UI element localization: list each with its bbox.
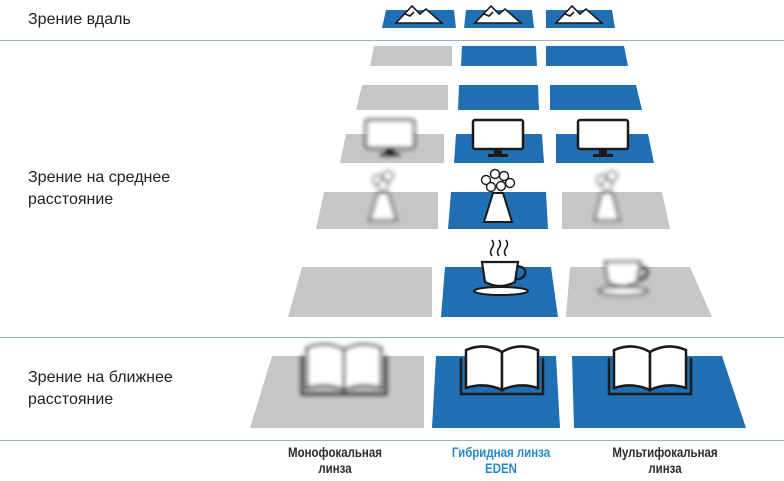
divider-middle (0, 337, 784, 338)
monitor-icon (364, 118, 416, 156)
coffee-cup-icon (473, 239, 529, 296)
divider-top (0, 40, 784, 41)
open-book-icon (459, 345, 545, 396)
tile-far-3-multi (550, 85, 642, 110)
mountains-icon (394, 4, 445, 24)
mountains-icon (473, 4, 524, 24)
tile-monitor-eden (454, 118, 544, 163)
tile-vase-multi (562, 170, 670, 229)
tile-far-mountains-eden (464, 4, 534, 28)
row-label-far: Зрение вдаль (28, 11, 131, 28)
tile-monitor-multi (556, 118, 654, 163)
tile-far-mountains-mono (382, 4, 456, 28)
monitor-icon (471, 118, 525, 157)
column-label-eden: Гибридная линза EDEN (451, 444, 551, 476)
tile-far-3-mono (356, 85, 448, 110)
tile-book-eden (432, 345, 560, 428)
tile-cup-mono (288, 267, 432, 317)
tile-far-mountains-multi (546, 4, 615, 28)
flower-vase-icon (480, 168, 516, 223)
tile-vase-mono (316, 170, 438, 229)
mountains-icon (554, 4, 605, 24)
tile-far-2-multi (546, 46, 628, 66)
flower-vase-icon (368, 170, 398, 221)
tile-book-mono (250, 343, 424, 428)
tile-cup-eden (441, 239, 558, 317)
coffee-cup-icon (598, 260, 649, 296)
tile-book-multi (572, 345, 746, 428)
open-book-icon (607, 345, 693, 396)
open-book-icon (300, 343, 388, 396)
flower-vase-icon (593, 170, 621, 221)
row-label-intermediate: Зрение на среднее расстояние (28, 169, 171, 208)
column-label-multi: Мультифокальная линза (612, 444, 718, 476)
tile-vase-eden (448, 168, 548, 229)
row-label-near: Зрение на ближнее расстояние (28, 369, 173, 408)
tile-cup-multi (566, 260, 712, 317)
monitor-icon (576, 118, 630, 157)
tile-monitor-mono (340, 118, 444, 163)
tile-far-2-mono (370, 46, 452, 66)
divider-bottom (0, 440, 784, 441)
column-label-mono: Монофокальная линза (288, 444, 382, 476)
tile-far-2-eden (461, 46, 537, 66)
tile-far-3-eden (458, 85, 539, 110)
